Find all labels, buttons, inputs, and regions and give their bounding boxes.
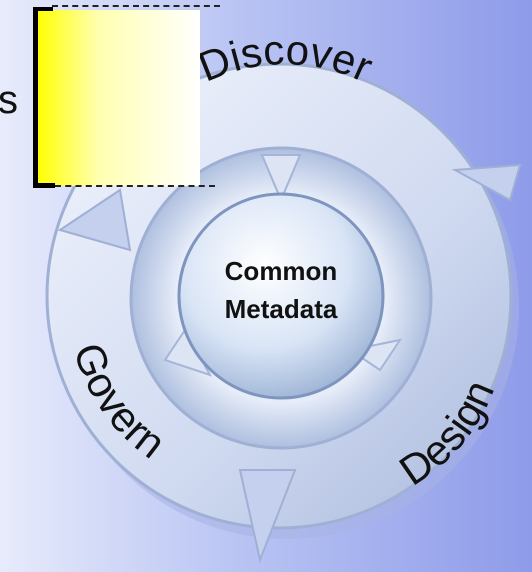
dashed-guide-top: [52, 5, 220, 7]
arrow-head-design: [238, 469, 297, 564]
center-label-line1: Common: [225, 256, 338, 286]
highlight-box-left-border: [33, 10, 38, 188]
highlight-box-top-tick: [33, 7, 53, 11]
center-hub: [177, 192, 385, 400]
partial-label: s: [0, 78, 18, 122]
dashed-guide-bottom: [55, 185, 215, 187]
highlight-box: [36, 10, 200, 186]
arrow-head-govern: [57, 188, 132, 252]
highlight-box-bottom-tick: [33, 183, 55, 188]
center-label-line2: Metadata: [225, 294, 338, 324]
inner-arrow-top: [260, 154, 302, 203]
arrow-head-discover: [451, 163, 522, 202]
